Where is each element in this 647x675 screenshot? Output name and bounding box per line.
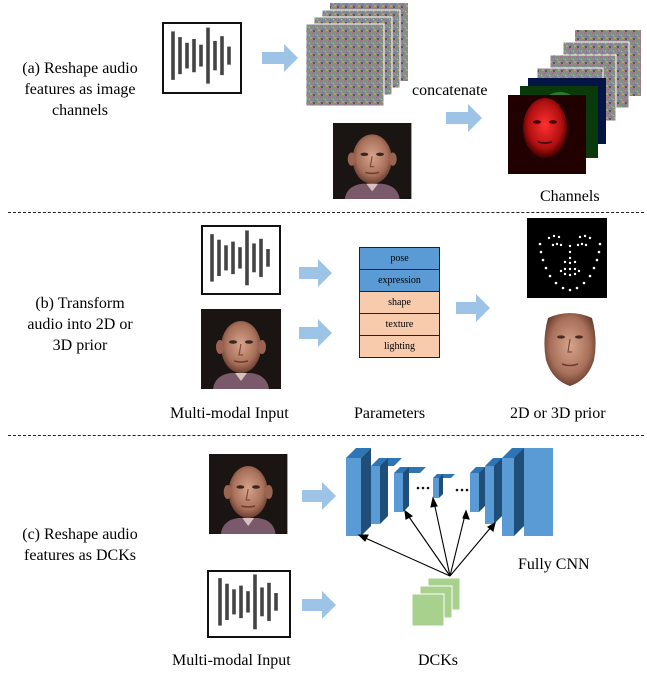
arrow-icon-c2 [302, 591, 336, 619]
prior-caption: 2D or 3D prior [510, 405, 606, 422]
param-expression: expression [360, 270, 439, 292]
param-texture: texture [360, 314, 439, 336]
landmarks-image [527, 218, 607, 298]
param-pose: pose [360, 248, 439, 270]
channels-caption: Channels [540, 188, 600, 205]
param-lighting: lighting [360, 336, 439, 357]
face-image-c [208, 453, 289, 535]
noise-maps-stack [305, 3, 408, 107]
section-c-label-line-2: features as DCKs [24, 547, 136, 564]
arrow-icon-a1 [262, 44, 298, 72]
section-c-label-line-1: (c) Reshape audio [22, 526, 138, 543]
channels-stack [508, 30, 641, 174]
section-a-label-line-3: channels [52, 102, 108, 119]
divider-bottom [8, 435, 644, 436]
arrow-icon-a2 [446, 104, 482, 132]
arrow-icon-b2 [299, 319, 332, 347]
section-b-label: (b) Transform audio into 2D or 3D prior [0, 293, 160, 356]
waveform-icon-a [162, 22, 242, 94]
arrow-icon-b1 [299, 259, 332, 287]
arrow-icon-c1 [302, 482, 336, 510]
section-b-label-line-3: 3D prior [52, 337, 108, 354]
parameters-table: pose expression shape texture lighting [359, 247, 440, 358]
section-a-label-line-2: features as image [24, 81, 136, 98]
waveform-icon-b [201, 225, 281, 295]
section-b-label-line-1: (b) Transform [35, 295, 125, 312]
parameters-caption: Parameters [354, 405, 426, 422]
fully-cnn [346, 448, 553, 536]
face-image-a [332, 122, 413, 200]
waveform-icon-c [207, 570, 291, 638]
section-a-label-line-1: (a) Reshape audio [22, 60, 138, 77]
multimodal-input-caption-c: Multi-modal Input [172, 652, 291, 669]
fully-cnn-caption: Fully CNN [518, 556, 590, 573]
face-render-3d [544, 313, 596, 386]
arrow-icon-b3 [456, 294, 490, 322]
divider-top [8, 212, 644, 213]
section-c-label: (c) Reshape audio features as DCKs [0, 524, 160, 566]
dck-arrows [357, 496, 496, 577]
dcks-caption: DCKs [418, 652, 459, 669]
multimodal-input-caption-b: Multi-modal Input [170, 405, 289, 422]
concatenate-label: concatenate [412, 82, 488, 99]
face-image-b [200, 308, 282, 390]
dck-stack [411, 577, 461, 627]
param-shape: shape [360, 292, 439, 314]
section-a-label: (a) Reshape audio features as image chan… [0, 58, 160, 121]
section-b-label-line-2: audio into 2D or [27, 316, 133, 333]
